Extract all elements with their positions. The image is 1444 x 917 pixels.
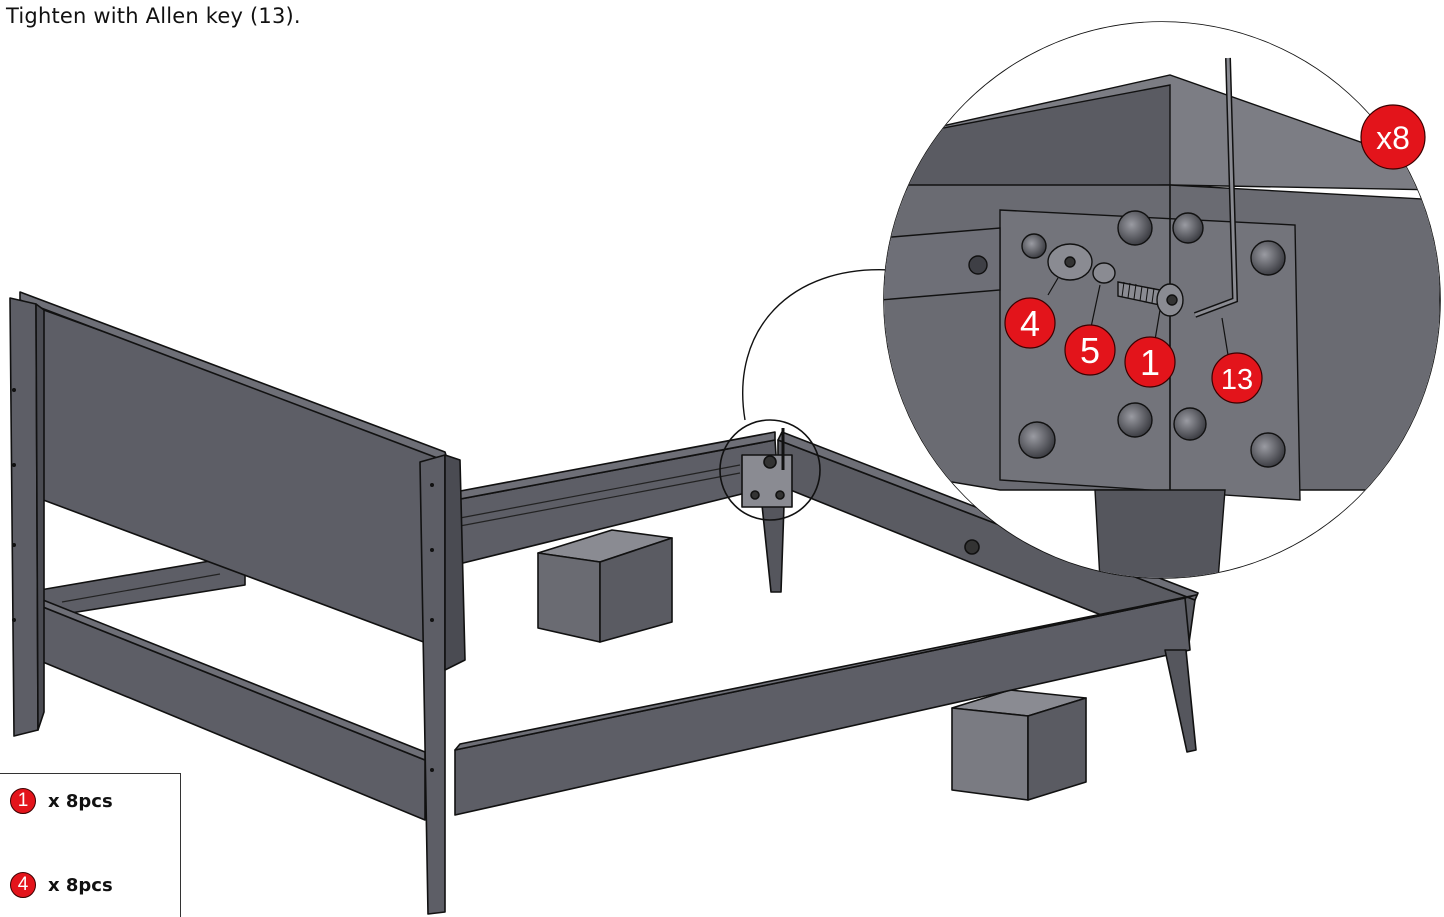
part-1-quantity: x 8pcs — [48, 790, 113, 812]
parts-list-item: 1 x 8pcs — [10, 788, 113, 814]
callout-1: 1 — [1124, 336, 1176, 388]
front-right-leg — [1164, 649, 1197, 753]
part-1-badge: 1 — [10, 788, 36, 814]
headboard-post-right — [419, 454, 446, 915]
parts-list: 1 x 8pcs 4 x 8pcs — [0, 773, 181, 917]
detail-circle — [719, 419, 821, 521]
support-block-rear — [537, 529, 673, 643]
callout-13-label: 13 — [1221, 364, 1253, 396]
callout-5: 5 — [1064, 324, 1116, 376]
part-4-quantity: x 8pcs — [48, 874, 113, 896]
callout-5-label: 5 — [1080, 330, 1100, 371]
support-block-front — [951, 689, 1087, 801]
callout-4-label: 4 — [1020, 303, 1040, 344]
bed-frame — [9, 291, 1199, 915]
repeat-badge-label: x8 — [1376, 120, 1410, 156]
instruction-text: Tighten with Allen key (13). — [6, 4, 301, 28]
callout-13: 13 — [1211, 352, 1263, 404]
part-4-badge: 4 — [10, 872, 36, 898]
repeat-badge: x8 — [1360, 104, 1426, 170]
zoom-detail: 4 5 1 13 x8 — [883, 21, 1441, 579]
callout-4: 4 — [1004, 297, 1056, 349]
parts-list-item: 4 x 8pcs — [10, 872, 113, 898]
headboard-post-left — [9, 297, 39, 737]
callout-1-label: 1 — [1140, 342, 1160, 383]
